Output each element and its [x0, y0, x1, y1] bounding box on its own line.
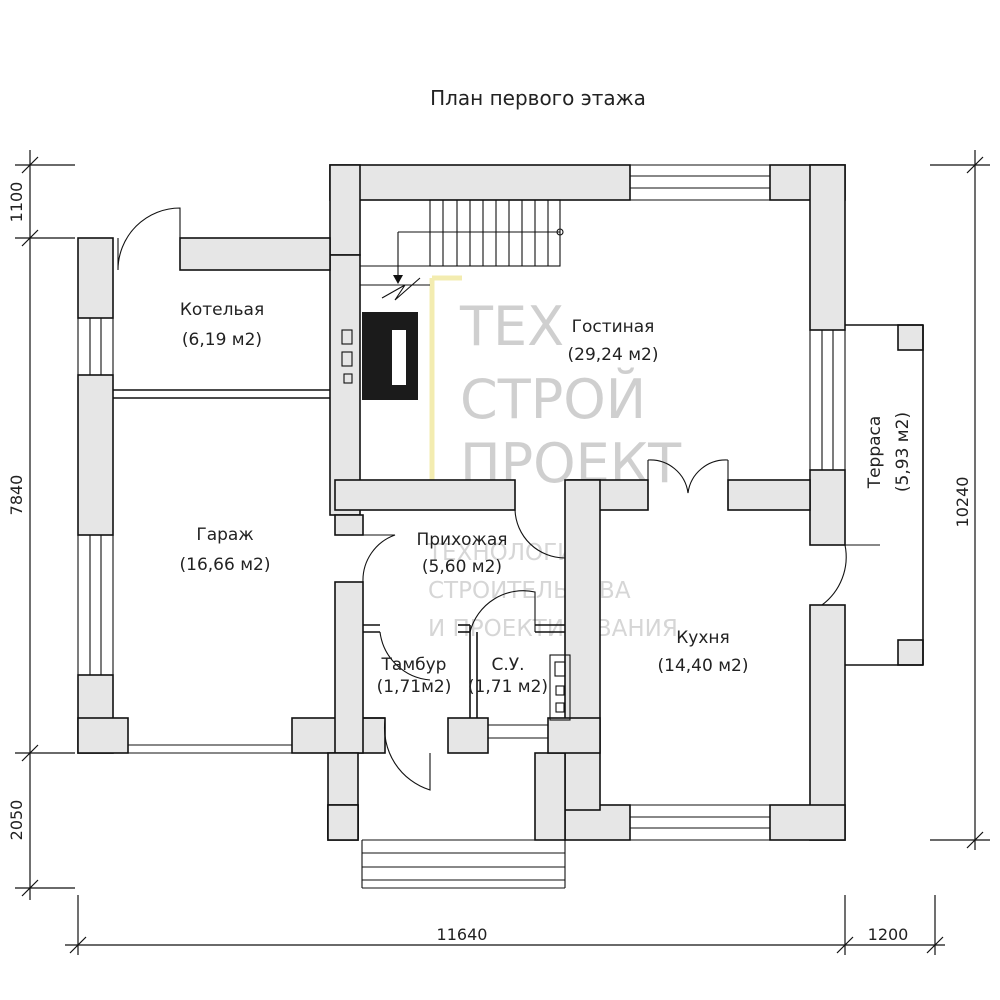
- room-labels: Котельая (6,19 м2) Гостиная (29,24 м2) Т…: [180, 300, 913, 697]
- walls: [77, 164, 924, 841]
- room-living-name: Гостиная: [572, 317, 655, 337]
- room-boiler-name: Котельая: [180, 300, 264, 320]
- dimension-texts: 1100 7840 2050 10240 11640 1200: [7, 182, 972, 944]
- room-wc-area: (1,71 м2): [468, 677, 548, 697]
- watermark-bracket: [429, 275, 462, 503]
- staircase: [360, 199, 564, 301]
- steps: [361, 839, 566, 889]
- room-hall-name: Прихожая: [416, 530, 507, 550]
- dim-left-bottom: 2050: [7, 800, 26, 841]
- room-garage-name: Гараж: [196, 525, 253, 545]
- room-wc-name: С.У.: [491, 655, 524, 675]
- windows: [77, 164, 846, 841]
- room-vestibule-area: (1,71м2): [377, 677, 452, 697]
- room-terrace-name: Терраса: [865, 416, 885, 490]
- room-terrace-area: (5,93 м2): [893, 412, 913, 492]
- watermark-sub1: ТЕХНОЛОГИИ: [427, 540, 592, 566]
- room-boiler-area: (6,19 м2): [182, 330, 262, 350]
- dim-left-main: 7840: [7, 475, 26, 516]
- dim-right-total: 10240: [953, 477, 972, 528]
- room-garage-area: (16,66 м2): [180, 555, 271, 575]
- dim-bottom-main: 11640: [437, 925, 488, 944]
- room-living-area: (29,24 м2): [568, 345, 659, 365]
- dim-left-top: 1100: [7, 182, 26, 223]
- watermark-line2: СТРОЙ: [460, 368, 646, 431]
- room-hall-area: (5,60 м2): [422, 557, 502, 577]
- room-vestibule-name: Тамбур: [381, 655, 447, 675]
- plan-title: План первого этажа: [430, 86, 646, 110]
- room-kitchen-area: (14,40 м2): [658, 656, 749, 676]
- dim-bottom-right: 1200: [868, 925, 909, 944]
- room-kitchen-name: Кухня: [676, 628, 730, 648]
- watermark-sub3: И ПРОЕКТИРОВАНИЯ: [428, 616, 678, 642]
- fireplace: [341, 312, 418, 400]
- dimension-lines: [15, 150, 990, 955]
- watermark-line1: ТЕХ: [459, 295, 564, 358]
- doors: [117, 207, 880, 791]
- wc-vent: [549, 654, 571, 721]
